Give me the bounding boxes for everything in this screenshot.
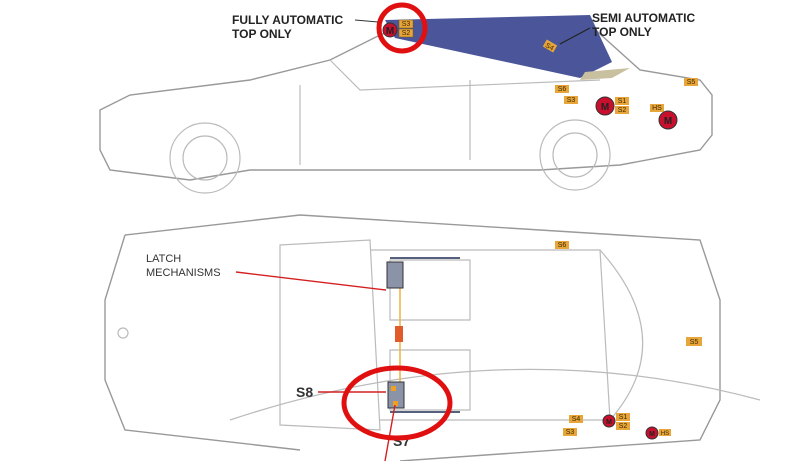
svg-text:S6: S6: [558, 86, 567, 93]
callout-semi-automatic: SEMI AUTOMATIC: [592, 11, 695, 25]
svg-text:S4: S4: [572, 416, 581, 423]
svg-text:TOP ONLY: TOP ONLY: [592, 25, 652, 39]
side-view-tags: S6 S3 S5 M S1 S2 HS M: [555, 78, 698, 130]
callout-fully-automatic: FULLY AUTOMATIC: [232, 13, 343, 27]
tag-s2: S2: [402, 30, 411, 37]
svg-text:TOP ONLY: TOP ONLY: [232, 27, 292, 41]
top-view-car: [104, 214, 761, 461]
latch-mechanism-front: [386, 261, 404, 289]
highlight-circle-top: [376, 2, 428, 54]
svg-text:S6: S6: [558, 242, 567, 249]
svg-text:M: M: [606, 419, 612, 426]
s8-label: S8: [296, 384, 313, 400]
svg-text:M: M: [649, 431, 655, 438]
svg-text:M: M: [386, 26, 394, 37]
latch-drive: [395, 326, 403, 342]
svg-text:S5: S5: [690, 339, 699, 346]
svg-text:M: M: [664, 116, 672, 127]
svg-text:M: M: [601, 102, 609, 113]
svg-text:MECHANISMS: MECHANISMS: [146, 267, 221, 279]
tag-s3: S3: [402, 21, 411, 28]
svg-text:HS: HS: [652, 105, 662, 112]
svg-text:S2: S2: [619, 423, 628, 430]
svg-text:S5: S5: [687, 79, 696, 86]
side-view-car: [99, 15, 713, 194]
svg-text:S2: S2: [618, 107, 627, 114]
top-view-tags: S6 S5 S4 S3 M S1 S2 M HS: [555, 241, 702, 440]
svg-text:S3: S3: [567, 97, 576, 104]
highlight-circle-bottom: [341, 365, 453, 441]
soft-top: [385, 15, 612, 78]
svg-text:S3: S3: [566, 429, 575, 436]
latch-mechanisms-label: LATCH: [146, 253, 181, 265]
svg-text:S1: S1: [618, 98, 627, 105]
svg-text:S1: S1: [619, 414, 628, 421]
svg-text:HS: HS: [661, 431, 669, 437]
motor-icon: [382, 22, 398, 38]
svg-text:S4: S4: [544, 42, 555, 52]
